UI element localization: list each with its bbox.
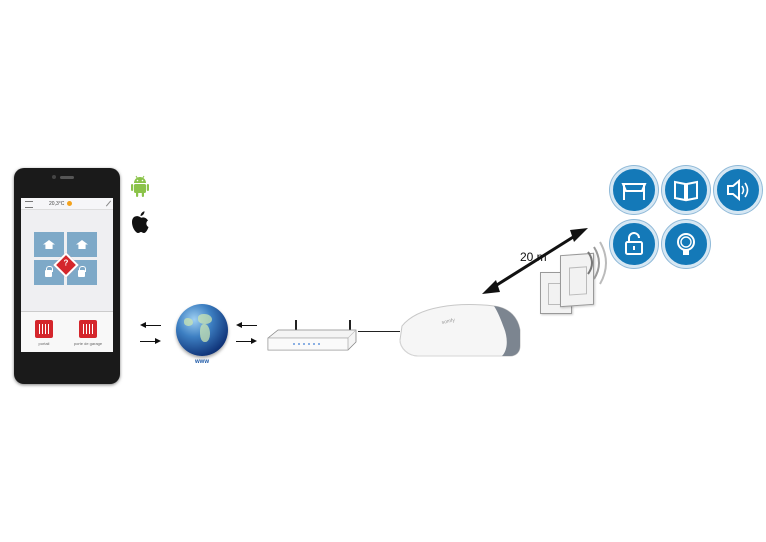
arrow-right-head [155,338,161,344]
speaker-icon[interactable] [714,166,762,214]
house-icon [76,240,88,249]
arrow-left-line [146,325,161,326]
menu-icon[interactable] [25,201,33,208]
app-footer: portail porte de garage [21,311,113,352]
gate-button-label: portail [38,341,50,346]
phone-earpiece [60,176,74,179]
internet-label: www [194,359,209,365]
edit-icon[interactable] [105,200,112,207]
garage-door-button[interactable] [79,320,97,338]
question-mark-icon: ? [63,258,69,268]
temperature-readout: 20,3°C [49,201,65,207]
app-header: 20,3°C [21,198,113,210]
hub-icon: somfy [399,304,521,357]
android-icon [131,175,149,197]
arrow-left-line [242,325,257,326]
arrow-left-head [140,322,146,328]
continent [200,324,210,342]
lock-icon [78,270,85,277]
house-icon [43,240,55,249]
range-arrow [482,228,588,294]
globe-icon [176,304,228,356]
distance-label: 20 m [520,250,547,264]
gate-button[interactable] [35,320,53,338]
lock-icon [45,270,52,277]
sun-icon [67,201,72,206]
garage-button-label: porte de garage [73,341,103,346]
continent [184,318,193,326]
arrow-left-head [236,322,242,328]
svg-text:somfy: somfy [441,317,456,326]
phone-screen: 20,3°C ? portail porte de garage [21,198,113,352]
lock-shackle [46,266,53,272]
arrow-right-head [251,338,257,344]
tile-shutter-right[interactable] [67,232,97,257]
tile-shutter-left[interactable] [34,232,64,257]
router-icon [267,320,357,351]
shutter-icon[interactable] [662,166,710,214]
lock-icon[interactable] [610,220,658,268]
arrow-right-line [140,341,155,342]
wireless-waves-icon [587,241,607,285]
apple-icon [132,211,149,233]
phone-camera [52,175,56,179]
awning-icon[interactable] [610,166,658,214]
ethernet-cable [358,331,400,332]
lock-shackle [79,266,86,272]
garage-icon [83,324,93,334]
arrow-right-line [236,341,251,342]
gate-icon [39,324,49,334]
continent [198,314,212,324]
bulb-icon[interactable] [662,220,710,268]
smartphone: 20,3°C ? portail porte de garage [14,168,120,384]
